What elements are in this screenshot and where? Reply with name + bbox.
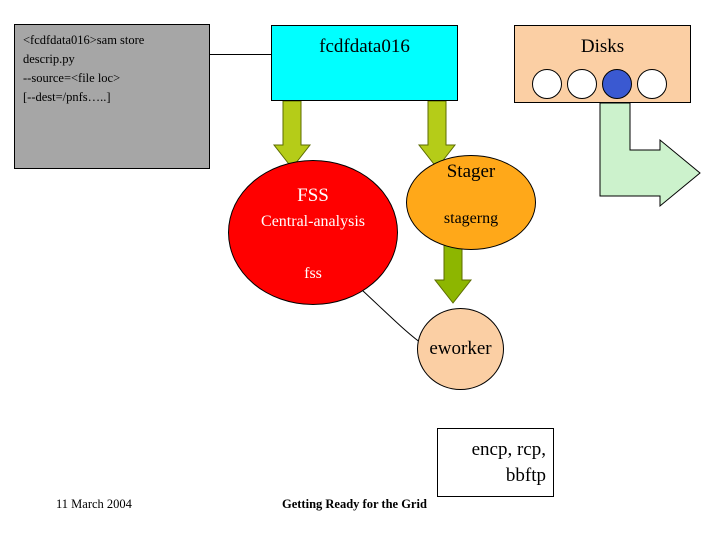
disks-output-arrow: [599, 102, 701, 208]
command-line-3: --source=<file loc>: [23, 71, 121, 85]
stager-title: Stager: [446, 161, 496, 182]
fss-bottom-label: fss: [304, 265, 322, 282]
command-box: <fcdfdata016>sam store descrip.py --sour…: [14, 24, 210, 169]
command-line-4: [--dest=/pnfs…..]: [23, 90, 111, 104]
connector-line-cmd-to-node: [210, 54, 271, 55]
fss-node: FSS Central-analysis fss: [228, 160, 398, 305]
disk-icon-3-active: [602, 69, 632, 99]
eworker-label: eworker: [429, 338, 492, 359]
command-line-2: descrip.py: [23, 52, 75, 66]
footer-date: 11 March 2004: [56, 497, 132, 511]
command-line-1: <fcdfdata016>sam store: [23, 33, 145, 47]
disk-icon-1: [532, 69, 562, 99]
transfer-tools-box: encp, rcp, bbftp: [437, 428, 554, 497]
fss-title: FSS: [297, 185, 329, 206]
arrow-node-to-fss: [272, 100, 312, 169]
disk-icon-2: [567, 69, 597, 99]
disks-panel-label: Disks: [580, 36, 625, 57]
footer-title: Getting Ready for the Grid: [282, 497, 427, 511]
transfer-tools-line-1: encp, rcp,: [471, 438, 546, 460]
connector-fss-to-eworker: [361, 289, 425, 346]
node-box-fcdfdata016: fcdfdata016: [271, 25, 458, 101]
fss-subtitle: Central-analysis: [261, 213, 365, 230]
node-box-label: fcdfdata016: [319, 36, 410, 57]
stager-subtitle: stagerng: [443, 210, 499, 227]
transfer-tools-line-2: bbftp: [505, 464, 546, 486]
eworker-node: eworker: [417, 308, 504, 390]
disks-panel: Disks: [514, 25, 691, 103]
arrow-node-to-stager: [417, 100, 457, 169]
stager-node: Stager stagerng: [406, 155, 536, 250]
disk-icon-4: [637, 69, 667, 99]
